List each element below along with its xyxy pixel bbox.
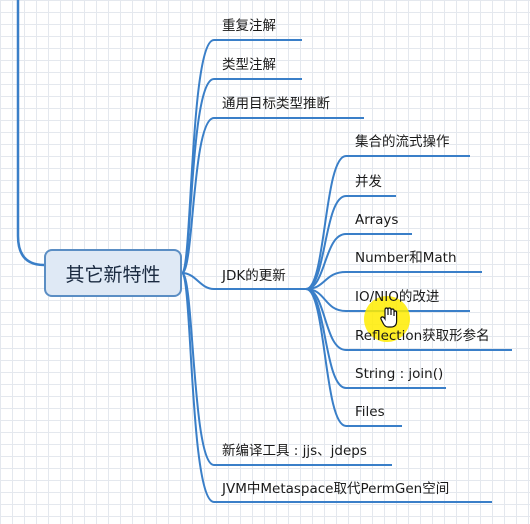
subtopic-reflection[interactable]: Reflection获取形参名 xyxy=(355,328,490,344)
branch-connector-2 xyxy=(181,78,215,274)
topic-target-type-inference[interactable]: 通用目标类型推断 xyxy=(222,96,330,112)
sub-connector-2 xyxy=(305,195,347,290)
branch-connector-3 xyxy=(181,117,215,274)
subtopic-collection-stream[interactable]: 集合的流式操作 xyxy=(355,134,450,150)
topic-jdk-update[interactable]: JDK的更新 xyxy=(222,268,286,284)
branch-connector-5 xyxy=(181,272,215,466)
subtopic-files[interactable]: Files xyxy=(355,404,385,420)
branch-connector-4 xyxy=(181,272,215,290)
sub-connector-8 xyxy=(305,288,347,427)
sub-connector-7 xyxy=(305,288,347,389)
hand-pointer-icon xyxy=(380,307,398,328)
sub-connector-1 xyxy=(305,155,347,290)
subtopic-number-math[interactable]: Number和Math xyxy=(355,250,457,266)
subtopic-string-join[interactable]: String : join() xyxy=(355,366,444,382)
topic-type-annotations[interactable]: 类型注解 xyxy=(222,57,276,73)
subtopic-arrays[interactable]: Arrays xyxy=(355,212,399,228)
branch-connector-6 xyxy=(181,272,215,503)
sub-connector-3 xyxy=(305,233,347,290)
subtopic-concurrency[interactable]: 并发 xyxy=(355,174,382,190)
subtopic-io-nio[interactable]: IO/NIO的改进 xyxy=(355,289,440,305)
root-topic[interactable]: 其它新特性 xyxy=(44,249,182,297)
topic-metaspace[interactable]: JVM中Metaspace取代PermGen空间 xyxy=(222,481,450,497)
topic-new-compile-tools[interactable]: 新编译工具 : jjs、jdeps xyxy=(222,443,367,459)
topic-repeating-annotations[interactable]: 重复注解 xyxy=(222,18,276,34)
parent-connector xyxy=(16,0,45,267)
